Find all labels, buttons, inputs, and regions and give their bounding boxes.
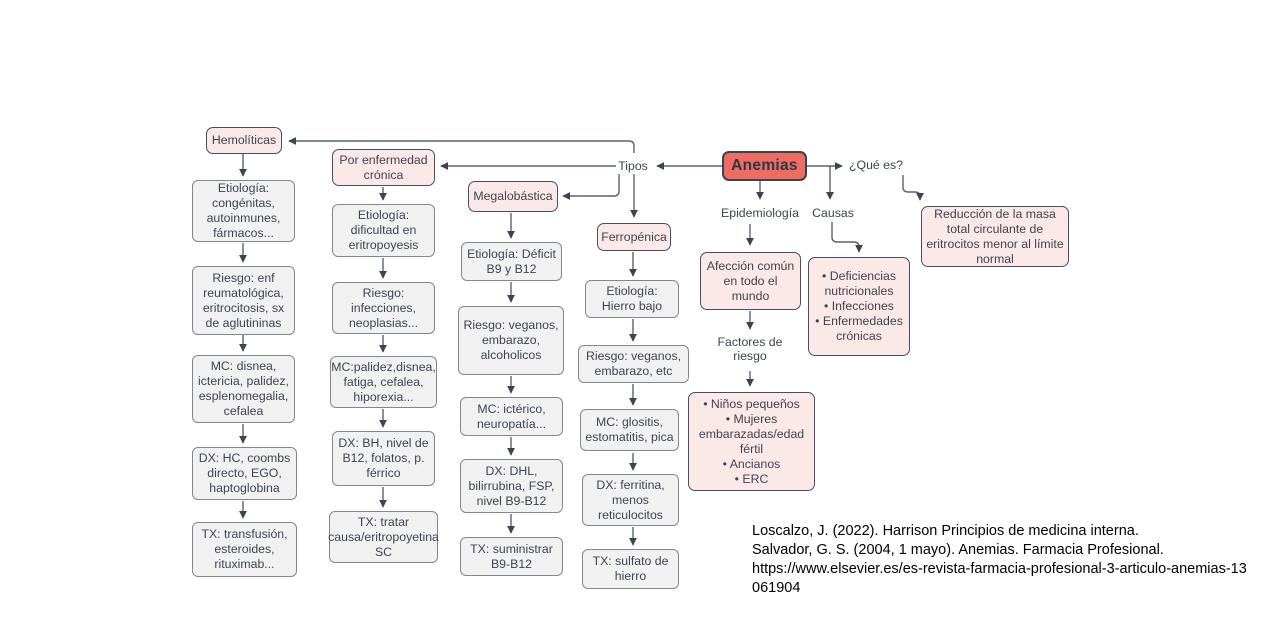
- factores-item: Mujeres embarazadas/edad fértil: [691, 412, 812, 457]
- ferropenica-mc-box: MC: glositis, estomatitis, pica: [580, 409, 679, 451]
- label-causas: Causas: [812, 206, 854, 220]
- causas-box: Deficiencias nutricionales Infecciones E…: [808, 257, 910, 356]
- hemoliticas-riesgo-box: Riesgo: enf reumatológica, eritrocitosis…: [192, 266, 295, 335]
- causas-item: Infecciones: [811, 299, 907, 314]
- ferropenica-dx-box: DX: ferritina, menos reticulocitos: [582, 474, 679, 526]
- hemoliticas-tx-box: TX: transfusión, esteroides, rituximab..…: [192, 522, 297, 577]
- root-node-anemias: Anemias: [722, 151, 807, 181]
- cronica-dx-box: DX: BH, nivel de B12, folatos, p. férric…: [332, 431, 435, 486]
- causas-item: Deficiencias nutricionales: [811, 269, 907, 299]
- ferropenica-tx-box: TX: sulfato de hierro: [582, 549, 679, 589]
- factores-item: Niños pequeños: [691, 397, 812, 412]
- label-que-es: ¿Qué es?: [849, 158, 903, 172]
- citation-line: Salvador, G. S. (2004, 1 mayo). Anemias.…: [752, 542, 1164, 558]
- ferropenica-riesgo-box: Riesgo: veganos, embarazo, etc: [578, 345, 689, 383]
- hemoliticas-etiologia-box: Etiología: congénitas, autoinmunes, fárm…: [192, 180, 295, 242]
- cronica-riesgo-box: Riesgo: infecciones, neoplasias...: [332, 282, 435, 334]
- citation-line: 061904: [752, 580, 801, 596]
- citation-line: https://www.elsevier.es/es-revista-farma…: [752, 561, 1247, 577]
- factores-item: Ancianos: [691, 457, 812, 472]
- label-tipos: Tipos: [618, 159, 648, 173]
- cronica-mc-box: MC:palidez,disnea, fatiga, cefalea, hipo…: [330, 356, 437, 408]
- citation-line: Loscalzo, J. (2022). Harrison Principios…: [752, 523, 1139, 539]
- type-node-hemoliticas: Hemolíticas: [206, 127, 282, 154]
- megaloblastica-tx-box: TX: suministrar B9-B12: [460, 537, 563, 576]
- type-node-enfermedad-cronica: Por enfermedad crónica: [332, 149, 435, 186]
- megaloblastica-mc-box: MC: ictérico, neuropatía...: [460, 397, 563, 436]
- cronica-etiologia-box: Etiología: dificultad en eritropoyesis: [332, 204, 435, 257]
- cronica-tx-box: TX: tratar causa/eritropoyetina SC: [328, 511, 439, 563]
- epidemiologia-box: Afección común en todo el mundo: [700, 252, 801, 310]
- ferropenica-etiologia-box: Etiología: Hierro bajo: [585, 280, 679, 318]
- megaloblastica-dx-box: DX: DHL, bilirrubina, FSP, nivel B9-B12: [460, 459, 563, 513]
- hemoliticas-dx-box: DX: HC, coombs directo, EGO, haptoglobin…: [192, 447, 297, 500]
- label-epidemiologia: Epidemiología: [721, 206, 799, 220]
- factores-item: ERC: [691, 472, 812, 487]
- type-node-ferropenica: Ferropénica: [597, 223, 671, 251]
- definition-box: Reducción de la masa total circulante de…: [921, 206, 1069, 267]
- factores-riesgo-box: Niños pequeños Mujeres embarazadas/edad …: [688, 392, 815, 491]
- causas-item: Enfermedades crónicas: [811, 314, 907, 344]
- citation-text: Loscalzo, J. (2022). Harrison Principios…: [752, 522, 1247, 598]
- megaloblastica-etiologia-box: Etiología: Déficit B9 y B12: [461, 242, 562, 281]
- hemoliticas-mc-box: MC: disnea, ictericia, palidez, esplenom…: [192, 355, 295, 423]
- type-node-megaloblastica: Megalobástica: [468, 181, 558, 212]
- megaloblastica-riesgo-box: Riesgo: veganos, embarazo, alcoholicos: [458, 306, 564, 375]
- label-factores-riesgo: Factores de riesgo: [717, 335, 783, 363]
